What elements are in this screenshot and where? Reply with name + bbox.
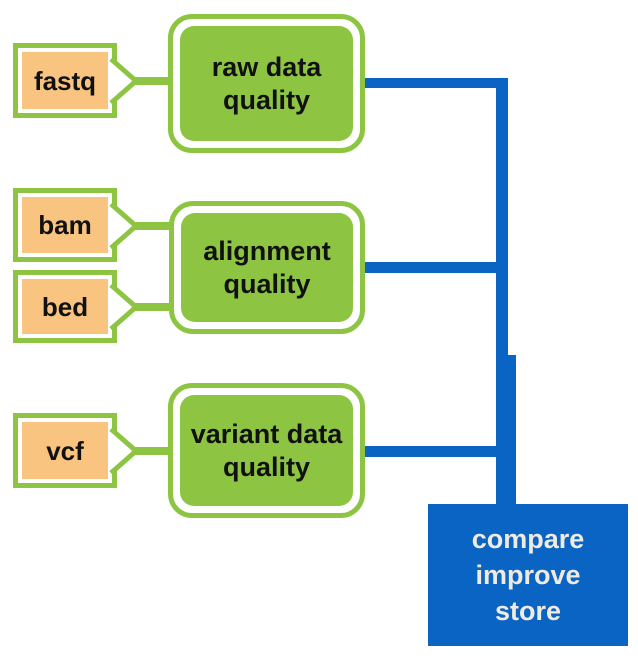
input-node-bam-fill: bam bbox=[22, 197, 108, 253]
connector-variant-to-trunk bbox=[364, 446, 500, 457]
stem-bed-to-alignment bbox=[134, 303, 172, 311]
stage-node-alignment-quality: alignment quality bbox=[169, 201, 365, 334]
input-node-fastq-label: fastq bbox=[33, 65, 97, 96]
stage-node-alignment-quality-fill: alignment quality bbox=[181, 213, 353, 322]
sink-line-compare: compare bbox=[471, 524, 585, 554]
input-node-fastq-fill: fastq bbox=[22, 52, 108, 109]
stage-node-variant-data-quality: variant data quality bbox=[168, 383, 365, 518]
input-node-vcf: vcf bbox=[13, 413, 117, 488]
stem-fastq-to-raw bbox=[134, 77, 172, 85]
stage-alignment-line-1: alignment bbox=[203, 235, 331, 266]
input-node-bed: bed bbox=[13, 270, 117, 343]
stage-raw-line-1: raw data bbox=[211, 51, 322, 82]
stem-bam-to-alignment bbox=[134, 222, 172, 230]
input-node-fastq: fastq bbox=[13, 43, 117, 118]
connector-raw-to-trunk bbox=[365, 78, 507, 88]
stage-node-raw-data-quality-fill: raw data quality bbox=[180, 26, 353, 141]
connector-alignment-to-trunk bbox=[364, 262, 507, 273]
input-node-vcf-label: vcf bbox=[46, 435, 84, 466]
input-node-bam: bam bbox=[13, 188, 117, 262]
stage-alignment-line-2: quality bbox=[223, 268, 311, 299]
stage-variant-line-1: variant data bbox=[190, 418, 343, 449]
stage-variant-line-2: quality bbox=[222, 451, 310, 482]
input-node-vcf-fill: vcf bbox=[22, 422, 108, 479]
stage-node-variant-data-quality-fill: variant data quality bbox=[180, 395, 353, 506]
trunk-vertical-line bbox=[496, 78, 508, 504]
stage-raw-line-2: quality bbox=[222, 84, 310, 115]
stage-node-raw-data-quality: raw data quality bbox=[168, 14, 365, 153]
input-node-bed-fill: bed bbox=[22, 279, 108, 334]
sink-node-compare-improve-store: compare improve store bbox=[428, 504, 628, 646]
sink-line-store: store bbox=[494, 596, 562, 626]
sink-line-improve: improve bbox=[475, 560, 581, 590]
stem-vcf-to-variant bbox=[134, 447, 172, 455]
trunk-vertical-line-offset bbox=[508, 355, 516, 504]
input-node-bed-label: bed bbox=[41, 291, 89, 322]
input-node-bam-label: bam bbox=[38, 210, 92, 240]
